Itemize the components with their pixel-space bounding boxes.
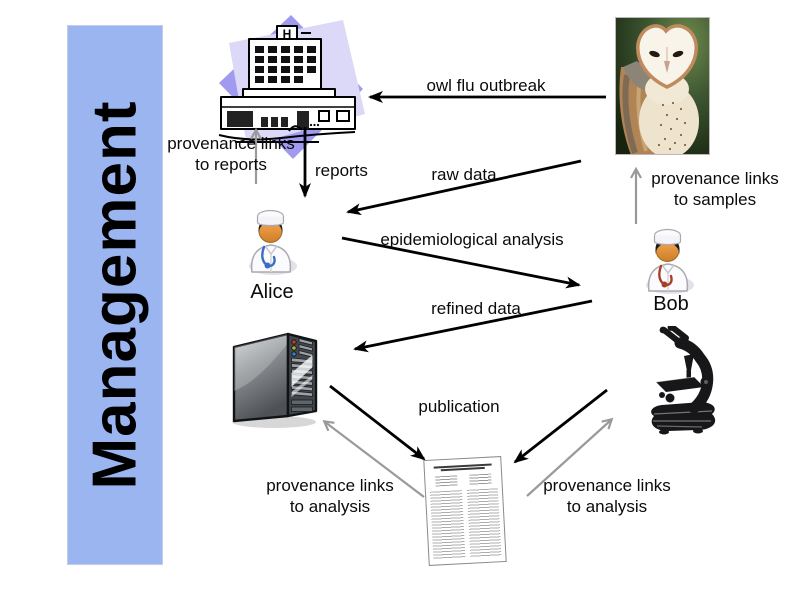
bob-avatar-icon (640, 221, 696, 300)
hospital-sign-letter: H (283, 27, 292, 41)
owl-photo (615, 17, 710, 160)
raw-data-label: raw data (431, 165, 497, 184)
document-author-block (429, 473, 497, 487)
microscope-icon (640, 324, 725, 443)
management-banner: Management (67, 25, 163, 565)
refined-data-label: refined data (431, 299, 521, 318)
alice-label: Alice (250, 281, 294, 303)
provenance-to-samples-label: provenance links to samples (651, 169, 779, 209)
provenance-to-analysis-right-label: provenance links to analysis (543, 476, 671, 516)
hospital-icon: H (193, 13, 375, 166)
server-icon (228, 327, 323, 434)
publication-label: publication (418, 397, 500, 416)
provenance-to-reports-label: provenance links to reports (167, 134, 295, 174)
arrow-publication-from-microscope (513, 388, 608, 464)
publication-document (423, 456, 507, 566)
management-banner-label: Management (80, 100, 150, 490)
document-text-columns (429, 488, 502, 560)
owl-flu-outbreak-label: owl flu outbreak (426, 76, 546, 95)
alice-avatar-icon (243, 202, 299, 281)
bob-label: Bob (653, 293, 689, 315)
provenance-to-analysis-left-label: provenance links to analysis (266, 476, 394, 516)
epidemiological-analysis-label: epidemiological analysis (380, 230, 564, 249)
reports-label: reports (315, 161, 368, 180)
